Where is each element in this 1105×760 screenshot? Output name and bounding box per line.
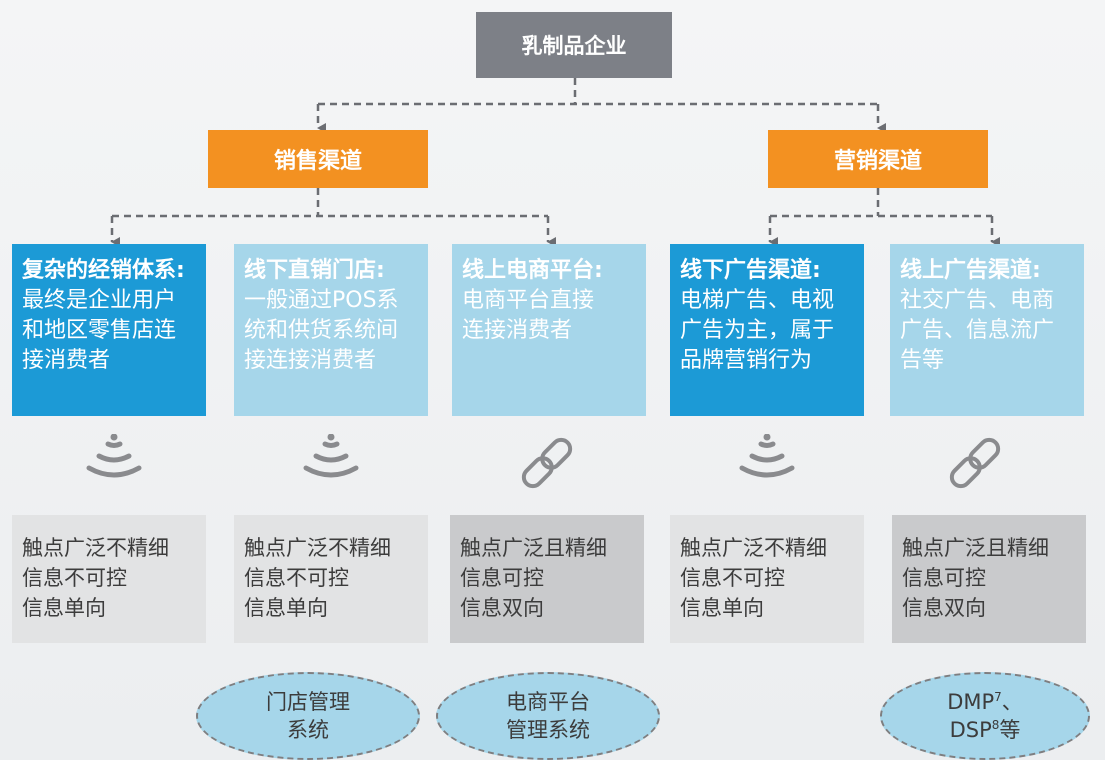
feature-line: 触点广泛不精细 xyxy=(22,536,169,560)
feature-line: 信息可控 xyxy=(902,566,986,590)
card-online-ecommerce: 线上电商平台: 电商平台直接 连接消费者 xyxy=(452,244,646,416)
feature-box: 触点广泛且精细 信息可控 信息双向 xyxy=(450,515,644,643)
feature-line: 信息双向 xyxy=(460,596,544,620)
separator-text: 、 xyxy=(1001,690,1023,714)
card-offline-ads: 线下广告渠道: 电梯广告、电视 广告为主，属于 品牌营销行为 xyxy=(670,244,864,416)
link-icon xyxy=(521,437,573,489)
card-line: 统和供货系统间 xyxy=(244,318,399,343)
dsp-text: DSP xyxy=(949,718,992,742)
card-line: 最终是企业用户 xyxy=(22,288,177,313)
card-line: 接连接消费者 xyxy=(244,348,377,373)
link-icon xyxy=(949,437,1001,489)
feature-line: 信息双向 xyxy=(902,596,986,620)
feature-line: 信息不可控 xyxy=(22,566,127,590)
signal-icon xyxy=(739,434,795,478)
feature-box: 触点广泛且精细 信息可控 信息双向 xyxy=(892,515,1086,643)
system-line: 管理系统 xyxy=(506,718,590,742)
feature-line: 信息不可控 xyxy=(244,566,349,590)
feature-line: 触点广泛且精细 xyxy=(902,536,1049,560)
feature-line: 触点广泛不精细 xyxy=(680,536,827,560)
feature-line: 信息单向 xyxy=(22,596,106,620)
dmp-text: DMP xyxy=(947,690,995,714)
card-distribution-system: 复杂的经销体系: 最终是企业用户 和地区零售店连 接消费者 xyxy=(12,244,206,416)
card-line: 社交广告、电商 xyxy=(900,288,1055,313)
system-line: 门店管理 xyxy=(266,690,350,714)
card-title: 线下直销门店: xyxy=(244,258,385,283)
card-line: 连接消费者 xyxy=(462,318,573,343)
system-line-1: DMP7、 xyxy=(947,688,1023,716)
system-dmp-dsp: DMP7、 DSP8等 xyxy=(880,672,1090,760)
card-line: 接消费者 xyxy=(22,348,111,373)
marketing-channel-label: 营销渠道 xyxy=(833,149,922,174)
sales-channel-label: 销售渠道 xyxy=(273,149,362,174)
signal-icon xyxy=(303,434,359,478)
card-line: 广告、信息流广 xyxy=(900,318,1055,343)
card-title: 复杂的经销体系: xyxy=(22,258,185,283)
card-line: 一般通过POS系 xyxy=(244,288,399,313)
feature-box: 触点广泛不精细 信息不可控 信息单向 xyxy=(670,515,864,643)
system-store-management: 门店管理 系统 xyxy=(196,672,420,760)
card-line: 和地区零售店连 xyxy=(22,318,177,343)
feature-line: 信息单向 xyxy=(244,596,328,620)
card-title: 线下广告渠道: xyxy=(680,258,821,283)
card-title: 线上广告渠道: xyxy=(900,258,1041,283)
card-line: 告等 xyxy=(900,348,945,373)
footnote-8: 8 xyxy=(991,718,1000,732)
feature-line: 触点广泛且精细 xyxy=(460,536,607,560)
system-line-2: DSP8等 xyxy=(950,716,1021,744)
card-line: 电商平台直接 xyxy=(462,288,595,313)
feature-box: 触点广泛不精细 信息不可控 信息单向 xyxy=(234,515,428,643)
card-line: 广告为主，属于 xyxy=(680,318,835,343)
feature-line: 触点广泛不精细 xyxy=(244,536,391,560)
marketing-channel-node: 营销渠道 xyxy=(768,130,988,188)
footnote-7: 7 xyxy=(994,690,1002,704)
feature-box: 触点广泛不精细 信息不可控 信息单向 xyxy=(12,515,206,643)
card-offline-store: 线下直销门店: 一般通过POS系 统和供货系统间 接连接消费者 xyxy=(234,244,428,416)
system-line: 系统 xyxy=(287,718,329,742)
feature-line: 信息单向 xyxy=(680,596,764,620)
sales-channel-node: 销售渠道 xyxy=(208,130,428,188)
root-label: 乳制品企业 xyxy=(521,34,627,58)
feature-line: 信息可控 xyxy=(460,566,544,590)
card-online-ads: 线上广告渠道: 社交广告、电商 广告、信息流广 告等 xyxy=(890,244,1084,416)
card-line: 品牌营销行为 xyxy=(680,348,813,373)
signal-icon xyxy=(86,434,142,478)
root-node: 乳制品企业 xyxy=(476,12,672,78)
card-line: 电梯广告、电视 xyxy=(680,288,835,313)
feature-line: 信息不可控 xyxy=(680,566,785,590)
card-title: 线上电商平台: xyxy=(462,258,603,283)
etc-text: 等 xyxy=(999,718,1021,742)
system-line: 电商平台 xyxy=(506,690,590,714)
system-ecommerce-management: 电商平台 管理系统 xyxy=(436,672,660,760)
